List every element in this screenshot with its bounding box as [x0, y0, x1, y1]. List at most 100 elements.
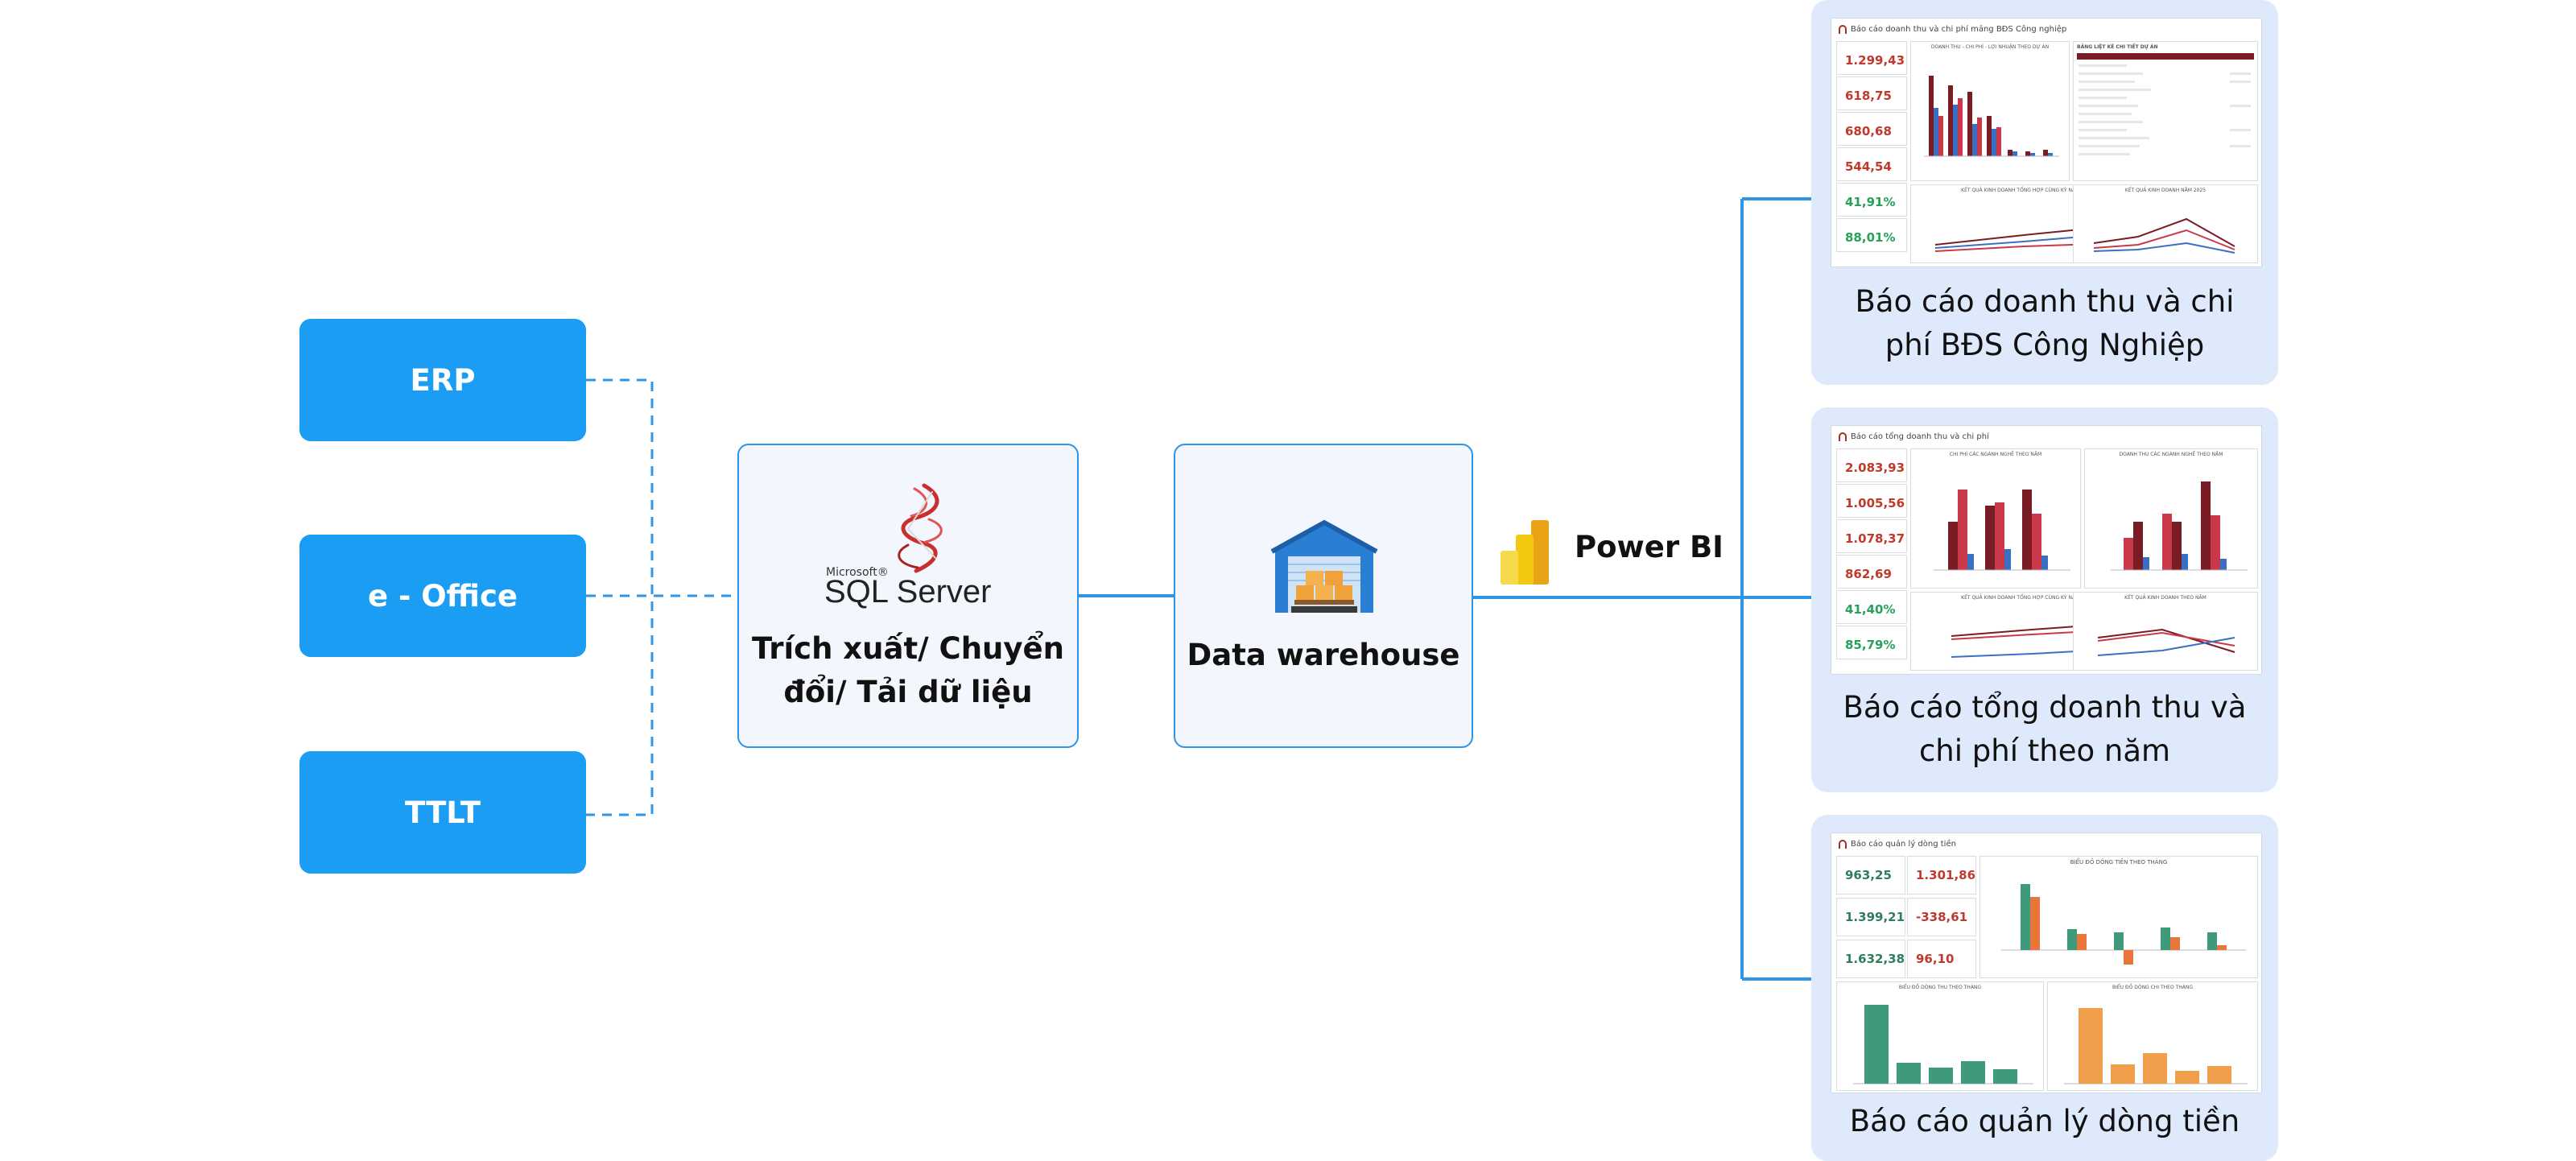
report3-chart-bottom-left: BIỂU ĐỒ DÒNG THU THEO THÁNG: [1836, 981, 2044, 1091]
report1-kpi-2-value: 618,75: [1845, 89, 1892, 103]
report2-chart-secondary: DOANH THU CÁC NGÀNH NGHỀ THEO NĂM: [2084, 448, 2258, 589]
report3-outflow-bar-chart: [2064, 1008, 2248, 1085]
report2-chart-main: CHI PHÍ CÁC NGÀNH NGHỀ THEO NĂM: [1910, 448, 2081, 589]
report2-thumbnail: Báo cáo tổng doanh thu và chi phí 2.083,…: [1831, 425, 2262, 675]
report1-chart-bottom-right-title: KẾT QUẢ KINH DOANH NĂM 2025: [2124, 188, 2207, 193]
report2-kpi-2: 1.005,56: [1836, 484, 1907, 518]
report3-bar-chart: [2001, 884, 2246, 965]
report3-inflow-bar-chart: [1853, 1005, 2033, 1085]
report2-kpi-6-value: 85,79%: [1845, 638, 1896, 652]
report3-chart-bottom-right: BIỂU ĐỒ DÒNG CHI THEO THÁNG: [2047, 981, 2258, 1091]
report1-kpi-3-value: 680,68: [1845, 124, 1892, 138]
report1-kpi-4: 544,54: [1836, 147, 1907, 181]
report2-bar-chart: [1934, 490, 2070, 571]
report2-kpi-3-value: 1.078,37: [1845, 531, 1905, 546]
report1-thumb-title: Báo cáo doanh thu và chi phí mảng BĐS Cô…: [1851, 25, 2067, 34]
report-logo-icon: [1839, 25, 1847, 34]
report3-kpi-1-value: 963,25: [1845, 868, 1892, 882]
source-eoffice: e - Office: [299, 535, 586, 657]
power-bi-label: Power BI: [1575, 530, 1724, 564]
report3-kpi-1: 963,25: [1836, 856, 1905, 895]
source-erp: ERP: [299, 319, 586, 441]
warehouse-box: Data warehouse: [1174, 444, 1473, 748]
report1-kpi-6: 88,01%: [1836, 218, 1907, 252]
report1-chart-bottom-left-title: KẾT QUẢ KINH DOANH TỔNG HỢP CÙNG KỲ NĂM …: [1961, 188, 2099, 193]
report3-kpi-5: 1.632,38: [1836, 940, 1905, 978]
report1-thumbnail: Báo cáo doanh thu và chi phí mảng BĐS Cô…: [1831, 18, 2262, 267]
report1-kpi-5-value: 41,91%: [1845, 195, 1896, 209]
report1-chart-bottom-right: KẾT QUẢ KINH DOANH NĂM 2025: [2073, 184, 2258, 263]
report1-chart-main: DOANH THU - CHI PHÍ - LỢI NHUẬN THEO DỰ …: [1910, 41, 2070, 181]
report2-chart-bottom-right-title: KẾT QUẢ KINH DOANH THEO NĂM: [2124, 595, 2207, 601]
report2-chart-bottom-right: KẾT QUẢ KINH DOANH THEO NĂM: [2073, 592, 2258, 671]
report3-chart-main: BIỂU ĐỒ DÒNG TIỀN THEO THÁNG: [1979, 856, 2258, 978]
report-card-cashflow: Báo cáo quản lý dòng tiền 963,25 1.301,8…: [1811, 815, 2278, 1161]
report-card-revenue-industrial: Báo cáo doanh thu và chi phí mảng BĐS Cô…: [1811, 0, 2278, 385]
source-eoffice-label: e - Office: [368, 578, 518, 614]
sql-server-brand-top: Microsoft®: [826, 566, 889, 579]
report1-bar-chart: [1924, 76, 2059, 157]
report3-title-line1: Báo cáo quản lý dòng tiền: [1849, 1104, 2240, 1138]
etl-title-line2: đổi/ Tải dữ liệu: [783, 675, 1033, 709]
report3-kpi-4: -338,61: [1907, 898, 1976, 936]
report3-thumbnail: Báo cáo quản lý dòng tiền 963,25 1.301,8…: [1831, 833, 2262, 1093]
report2-thumb-title: Báo cáo tổng doanh thu và chi phí: [1851, 432, 1989, 441]
report-logo-icon: [1839, 840, 1847, 849]
report2-kpi-5: 41,40%: [1836, 590, 1907, 624]
report1-kpi-6-value: 88,01%: [1845, 230, 1896, 245]
report1-kpi-1: 1.299,43: [1836, 41, 1907, 75]
report3-kpi-5-value: 1.632,38: [1845, 952, 1905, 966]
etl-box: Microsoft® SQL Server Trích xuất/ Chuyển…: [737, 444, 1079, 748]
report1-detail-table: BẢNG LIỆT KÊ CHI TIẾT DỰ ÁN: [2073, 41, 2258, 181]
warehouse-icon: [1270, 519, 1378, 613]
source-ttlt-label: TTLT: [404, 795, 481, 830]
report2-chart-main-title: CHI PHÍ CÁC NGÀNH NGHỀ THEO NĂM: [1949, 452, 2042, 457]
report1-kpi-2: 618,75: [1836, 76, 1907, 110]
report3-chart-bottom-right-title: BIỂU ĐỒ DÒNG CHI THEO THÁNG: [2112, 985, 2194, 990]
report3-kpi-4-value: -338,61: [1916, 910, 1968, 924]
report1-detail-table-title: BẢNG LIỆT KÊ CHI TIẾT DỰ ÁN: [2077, 44, 2158, 50]
report2-kpi-2-value: 1.005,56: [1845, 496, 1905, 510]
report3-chart-bottom-left-title: BIỂU ĐỒ DÒNG THU THEO THÁNG: [1898, 985, 1982, 990]
sql-server-brand-main: SQL Server: [824, 574, 992, 609]
report2-kpi-6: 85,79%: [1836, 626, 1907, 659]
report3-kpi-6: 96,10: [1907, 940, 1976, 978]
report2-chart-bottom-left-title: KẾT QUẢ KINH DOANH TỔNG HỢP CÙNG KỲ NĂM …: [1961, 595, 2099, 601]
report1-title-line1: Báo cáo doanh thu và chi: [1855, 284, 2235, 319]
report3-kpi-6-value: 96,10: [1916, 952, 1955, 966]
report3-thumb-title: Báo cáo quản lý dòng tiền: [1851, 840, 1956, 849]
report2-line-chart-right: [2097, 628, 2235, 656]
report1-kpi-3: 680,68: [1836, 112, 1907, 146]
report1-line-chart-right: [2093, 217, 2235, 254]
report2-title-line1: Báo cáo tổng doanh thu và: [1843, 690, 2247, 725]
source-ttlt: TTLT: [299, 751, 586, 874]
report1-chart-main-title: DOANH THU - CHI PHÍ - LỢI NHUẬN THEO DỰ …: [1930, 44, 2050, 50]
report2-kpi-4-value: 862,69: [1845, 567, 1892, 581]
report2-kpi-5-value: 41,40%: [1845, 602, 1896, 617]
source-bracket-connector: [586, 378, 654, 816]
report3-kpi-2-value: 1.301,86: [1916, 868, 1976, 882]
report1-kpi-5: 41,91%: [1836, 183, 1907, 217]
report1-kpi-1-value: 1.299,43: [1845, 53, 1905, 68]
report2-title-line2: chi phí theo năm: [1918, 733, 2171, 768]
report3-kpi-3-value: 1.399,21: [1845, 910, 1905, 924]
report2-kpi-1: 2.083,93: [1836, 448, 1907, 482]
sql-server-logo-icon: [898, 483, 943, 573]
report-card-total-revenue-yearly: Báo cáo tổng doanh thu và chi phí 2.083,…: [1811, 407, 2278, 792]
report2-chart-secondary-title: DOANH THU CÁC NGÀNH NGHỀ THEO NĂM: [2119, 452, 2223, 457]
report2-kpi-4: 862,69: [1836, 555, 1907, 589]
report3-kpi-2: 1.301,86: [1907, 856, 1976, 895]
report2-kpi-1-value: 2.083,93: [1845, 461, 1905, 475]
report-logo-icon: [1839, 432, 1847, 441]
report1-kpi-4-value: 544,54: [1845, 159, 1892, 174]
report2-kpi-3: 1.078,37: [1836, 519, 1907, 553]
etl-title-line1: Trích xuất/ Chuyển: [752, 631, 1064, 666]
power-bi-icon: [1501, 520, 1549, 585]
report1-table-header: [2077, 53, 2254, 60]
warehouse-title: Data warehouse: [1187, 638, 1460, 672]
report3-kpi-3: 1.399,21: [1836, 898, 1905, 936]
report2-bar-chart-secondary: [2111, 481, 2248, 571]
report3-chart-main-title: BIỂU ĐỒ DÒNG TIỀN THEO THÁNG: [2070, 859, 2168, 866]
source-erp-label: ERP: [410, 362, 476, 398]
